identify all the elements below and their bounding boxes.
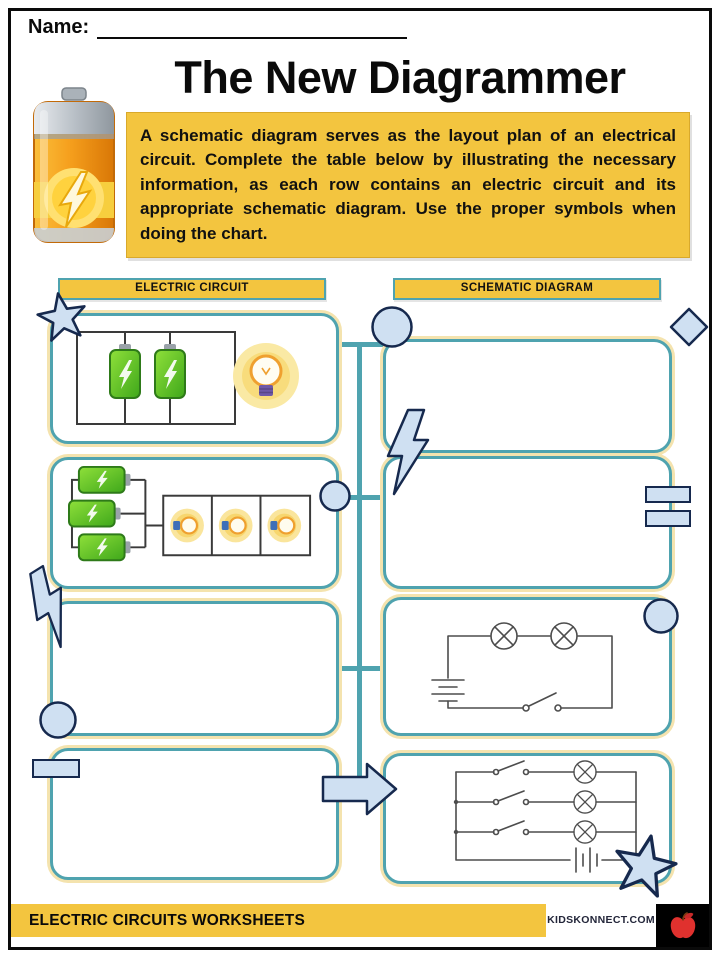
- brand-logo: [656, 904, 709, 947]
- battery-symbol: [575, 847, 598, 873]
- lightning-bolt-icon: [14, 564, 88, 650]
- name-row: Name:: [28, 16, 408, 39]
- circuit-cell-row1: [50, 313, 339, 444]
- lamp-symbol: [573, 790, 597, 814]
- lamp-symbol: [550, 622, 578, 650]
- instruction-text: A schematic diagram serves as the layout…: [140, 126, 676, 243]
- star-icon: [606, 828, 683, 901]
- connector-row3-line: [339, 666, 383, 671]
- page-title: The New Diagrammer: [174, 52, 626, 103]
- brand-link[interactable]: KIDSKONNECT.COM: [547, 914, 655, 926]
- circle-icon: [318, 479, 352, 513]
- lamp-symbol: [490, 622, 518, 650]
- schematic-cell-row3: [383, 597, 672, 736]
- connector-row1-line: [339, 342, 383, 347]
- schematic-drawing-row3: [431, 622, 613, 712]
- lightning-bolt-icon: [386, 408, 430, 496]
- lamp-symbol: [573, 760, 597, 784]
- diamond-icon: [669, 307, 709, 347]
- battery-symbol: [431, 679, 465, 702]
- arrow-right-icon: [321, 762, 398, 816]
- circuit-drawing-row2: [68, 465, 312, 562]
- switch-symbol: [522, 692, 562, 712]
- light-bulb-icon: [266, 507, 303, 544]
- apple-icon: [670, 911, 695, 938]
- instruction-box: A schematic diagram serves as the layout…: [126, 112, 690, 259]
- star-icon: [32, 288, 92, 344]
- connector-vertical-line: [357, 344, 362, 794]
- circuit-cell-row4-empty[interactable]: [50, 748, 339, 880]
- circle-icon: [38, 700, 78, 740]
- rectangle-icon: [645, 510, 691, 527]
- battery-icon: [77, 533, 132, 562]
- switch-symbol: [492, 760, 530, 776]
- switch-symbol: [492, 820, 530, 836]
- battery-icon: [77, 465, 132, 494]
- circuit-drawing-row1: [76, 331, 301, 425]
- footer-banner: ELECTRIC CIRCUITS WORKSHEETS: [11, 904, 546, 937]
- switch-symbol: [492, 790, 530, 806]
- circuit-cell-row2: [50, 457, 339, 589]
- footer-banner-text: ELECTRIC CIRCUITS WORKSHEETS: [29, 911, 305, 929]
- light-bulb-icon: [217, 507, 254, 544]
- name-input-line[interactable]: [97, 17, 408, 39]
- battery-icon: [154, 343, 186, 399]
- battery-icon: [68, 499, 122, 528]
- light-bulb-icon: [169, 507, 206, 544]
- schematic-cell-row1-empty[interactable]: [383, 339, 672, 453]
- light-bulb-icon: [231, 341, 301, 411]
- page-border-frame: [8, 8, 712, 950]
- circuit-cell-row3-empty[interactable]: [50, 601, 339, 736]
- lamp-symbol: [573, 820, 597, 844]
- header-electric-circuit: ELECTRIC CIRCUIT: [58, 278, 326, 300]
- rectangle-icon: [32, 759, 80, 778]
- schematic-drawing-row4: [453, 760, 637, 873]
- rectangle-icon: [645, 486, 691, 503]
- schematic-cell-row4: [383, 753, 672, 884]
- header-schematic-diagram: SCHEMATIC DIAGRAM: [393, 278, 661, 300]
- circle-icon: [370, 305, 414, 349]
- battery-icon: [109, 343, 141, 399]
- name-label: Name:: [28, 16, 90, 38]
- battery-illustration-icon: [24, 86, 124, 258]
- connector-row2-line: [339, 495, 383, 500]
- schematic-cell-row2-empty[interactable]: [383, 456, 672, 589]
- circle-icon: [642, 597, 680, 635]
